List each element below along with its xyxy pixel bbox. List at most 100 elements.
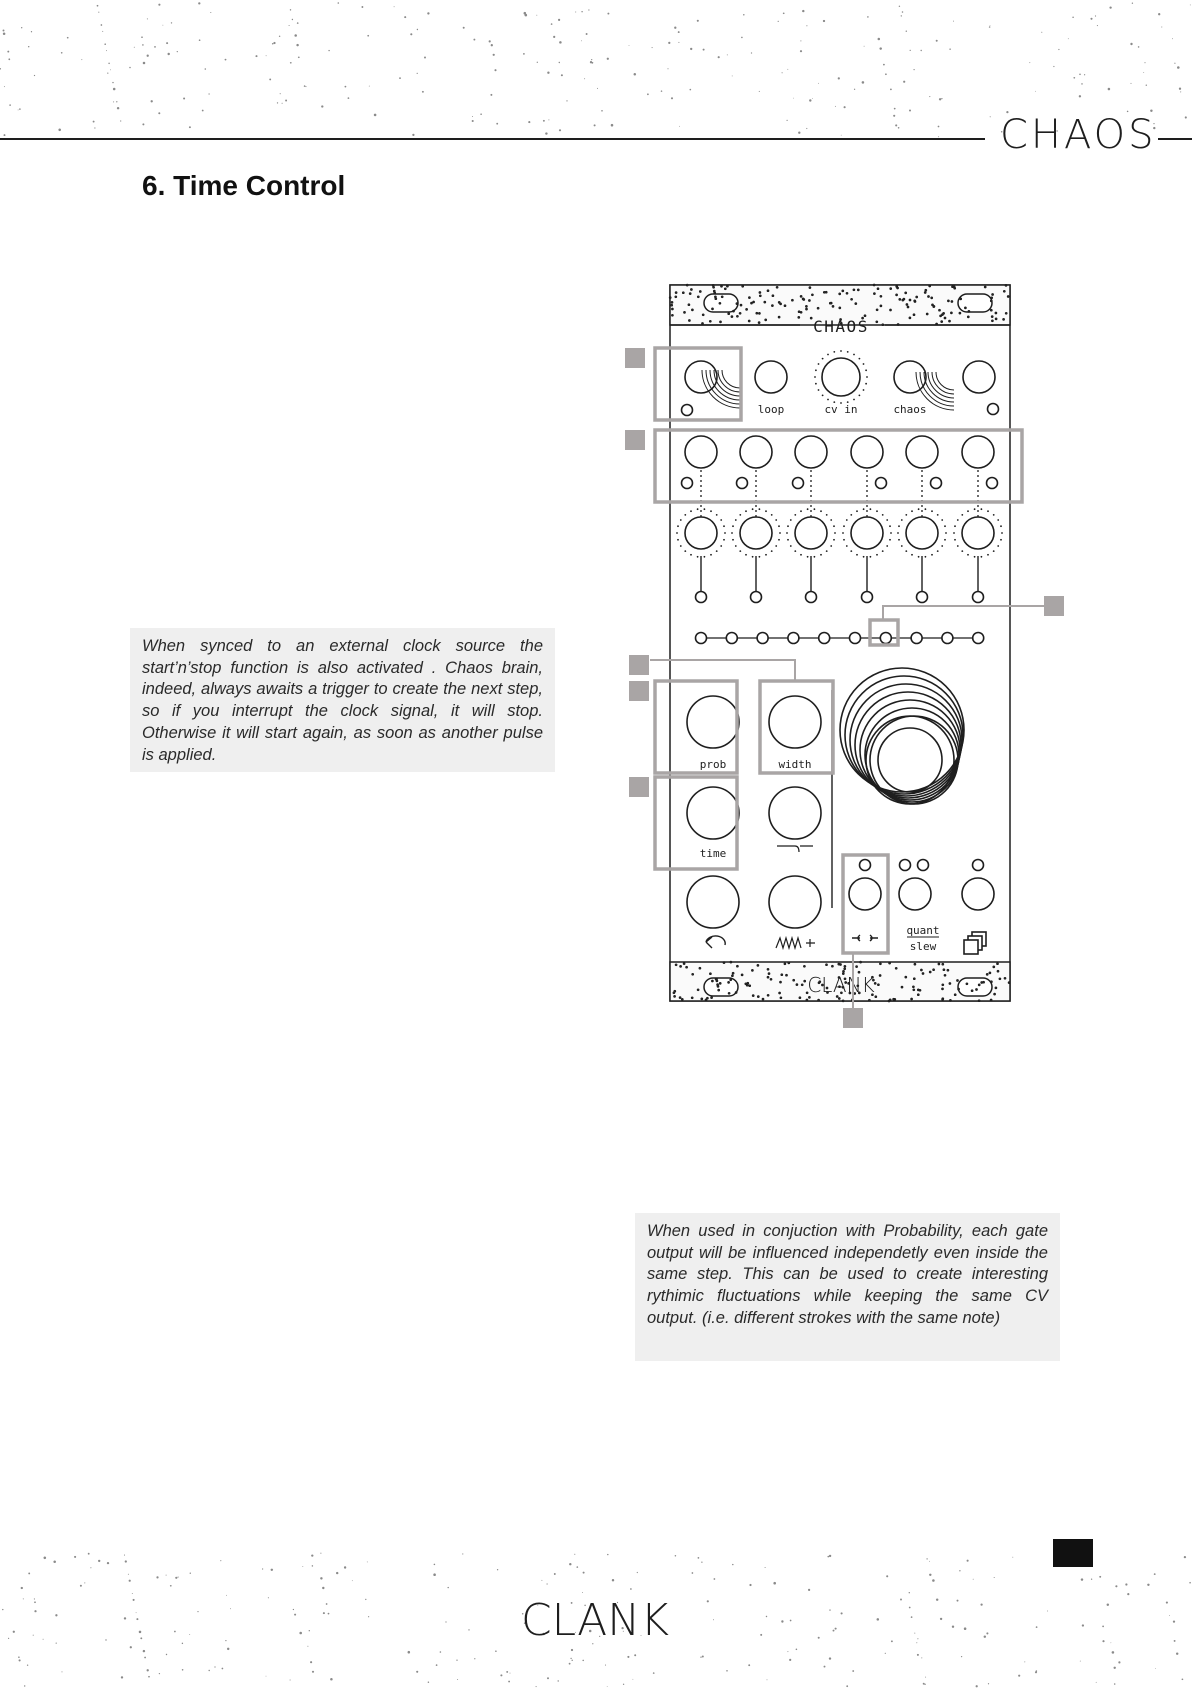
- slope-icon: [777, 845, 813, 853]
- step-led-icon: [941, 631, 954, 645]
- step-led-icon: [971, 631, 985, 645]
- label-time: time: [700, 847, 727, 860]
- callout-marker: [629, 777, 649, 797]
- arc-decoration: [701, 369, 741, 409]
- jack-icon: [848, 877, 882, 911]
- label-loop: loop: [758, 403, 785, 416]
- led-icon: [791, 476, 805, 490]
- knob-icon: [684, 516, 718, 550]
- knob-icon: [686, 695, 740, 749]
- step-led-icon: [756, 631, 769, 645]
- section-title: 6. Time Control: [142, 170, 346, 201]
- arc-decoration: [935, 371, 955, 391]
- arc-decoration: [931, 371, 955, 395]
- led-icon: [916, 858, 930, 872]
- knob-icon: [794, 516, 828, 550]
- led-icon: [929, 476, 943, 490]
- arc-decoration: [709, 369, 741, 401]
- header-module-name: CHAOS: [1000, 112, 1157, 158]
- knob-icon: [961, 516, 995, 550]
- step-led-icon: [725, 631, 739, 645]
- led-icon: [694, 590, 708, 604]
- led-icon: [680, 476, 694, 490]
- callout-marker: [843, 1008, 863, 1028]
- led-icon: [680, 403, 694, 417]
- knob-icon: [893, 360, 927, 394]
- highlight-frame: [653, 346, 743, 422]
- led-icon: [735, 476, 749, 490]
- knob-icon: [865, 715, 955, 805]
- jack-icon: [961, 877, 995, 911]
- arc-decoration: [915, 371, 955, 411]
- footer-logo-text: CLANK: [521, 1595, 669, 1646]
- step-led-icon: [817, 631, 831, 645]
- knob-icon: [739, 516, 773, 550]
- rhythm-icon: [775, 935, 815, 951]
- callout-marker: [1044, 596, 1064, 616]
- page-number-box: [1053, 1539, 1093, 1567]
- jack-icon: [962, 360, 996, 394]
- header-speckle-texture: [0, 2, 1191, 138]
- panel-brand: CLANK: [807, 973, 874, 997]
- arc-decoration: [927, 371, 955, 399]
- knob-icon: [854, 691, 962, 799]
- highlight-frame: [841, 853, 890, 955]
- jack-icon: [684, 360, 718, 394]
- note-box: When synced to an external clock source …: [130, 628, 555, 772]
- link-icon: [852, 934, 878, 942]
- knob-icon: [859, 699, 961, 801]
- mount-hole-icon: [957, 293, 993, 313]
- step-led-icon: [910, 631, 923, 645]
- step-led-icon: [879, 631, 893, 645]
- loop-arrow-icon: [705, 935, 726, 949]
- knob-icon: [686, 875, 740, 929]
- callout-marker: [629, 655, 649, 675]
- knob-icon: [821, 357, 861, 397]
- led-icon: [804, 590, 818, 604]
- knob-icon: [768, 695, 822, 749]
- knob-icon: [844, 675, 964, 795]
- knob-icon: [877, 727, 943, 793]
- step-led-icon: [787, 631, 800, 645]
- label-quant: quant: [906, 924, 939, 937]
- panel-outline: [669, 284, 1011, 1002]
- callout-marker: [625, 348, 645, 368]
- footer-speckle-texture: [2, 1552, 1191, 1688]
- knob-icon: [864, 707, 960, 803]
- jack-icon: [898, 877, 932, 911]
- panel-title: CHAOS: [813, 317, 869, 336]
- step-led-icon: [694, 631, 708, 645]
- knob-icon: [686, 786, 740, 840]
- module-panel-diagram: CHAOS CLANK loop cv in chaos prob width …: [625, 283, 1064, 1028]
- knob-icon: [961, 435, 995, 469]
- callout-marker: [625, 430, 645, 450]
- arc-decoration: [705, 369, 741, 405]
- highlight-frame: [653, 428, 1024, 504]
- callout-leader: [882, 605, 1053, 620]
- label-prob: prob: [700, 758, 727, 771]
- callout-marker: [629, 681, 649, 701]
- highlight-frame: [653, 679, 739, 775]
- arc-decoration: [721, 369, 741, 389]
- knob-icon: [850, 435, 884, 469]
- mount-hole-icon: [957, 977, 993, 997]
- knob-icon: [684, 435, 718, 469]
- led-icon: [915, 590, 929, 604]
- callout-leader: [650, 659, 796, 681]
- led-icon: [985, 476, 999, 490]
- label-width: width: [778, 758, 811, 771]
- arc-decoration: [713, 369, 741, 397]
- knob-icon: [768, 786, 822, 840]
- led-icon: [971, 590, 985, 604]
- knob-icon: [739, 435, 773, 469]
- mount-hole-icon: [703, 977, 739, 997]
- arc-decoration: [717, 369, 741, 393]
- header-rule: [0, 138, 985, 140]
- knob-icon: [768, 875, 822, 929]
- knob-icon: [839, 667, 965, 793]
- step-led-icon: [848, 631, 862, 645]
- label-chaos: chaos: [893, 403, 926, 416]
- arc-decoration: [923, 371, 955, 403]
- knob-icon: [905, 516, 939, 550]
- led-icon: [858, 858, 872, 872]
